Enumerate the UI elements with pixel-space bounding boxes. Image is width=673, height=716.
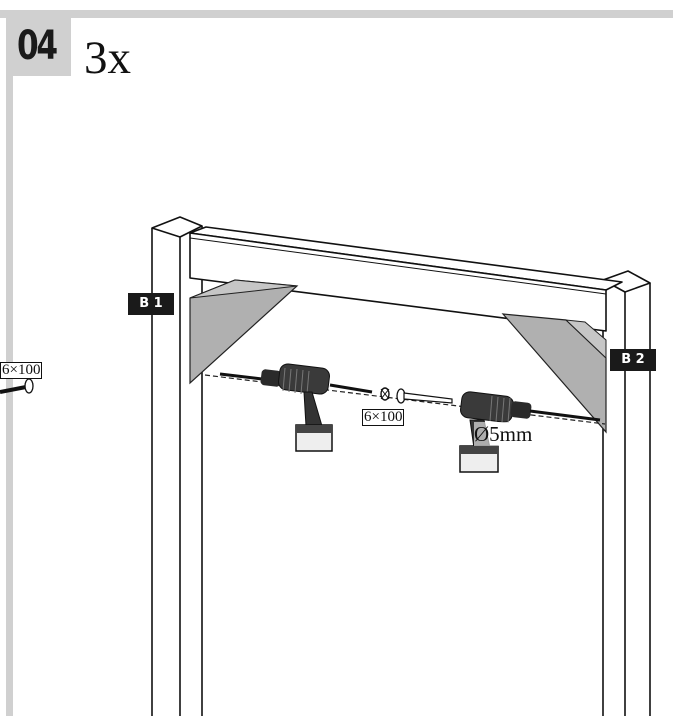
screw-icon (0, 378, 34, 394)
drill-bit-size-label: Ø5mm (474, 422, 533, 446)
step-number: 04 (17, 23, 58, 69)
screw-size-label-middle: 6×100 (362, 409, 405, 426)
quantity-label: 3x (84, 32, 131, 84)
drill-icon (219, 363, 373, 452)
top-beam (189, 226, 623, 332)
washer-icon (380, 387, 390, 401)
drill-icon (459, 391, 601, 473)
brace-left (189, 279, 299, 385)
right-post (602, 270, 651, 716)
screw-size-label-left: 6×100 (0, 362, 43, 379)
part-label-b2: B 2 (610, 349, 656, 371)
left-post (151, 216, 203, 716)
brace-right (501, 313, 607, 434)
screw-icon (396, 388, 453, 404)
page-frame-top (0, 10, 673, 18)
part-label-b1: B 1 (128, 293, 174, 315)
step-badge (13, 18, 71, 76)
